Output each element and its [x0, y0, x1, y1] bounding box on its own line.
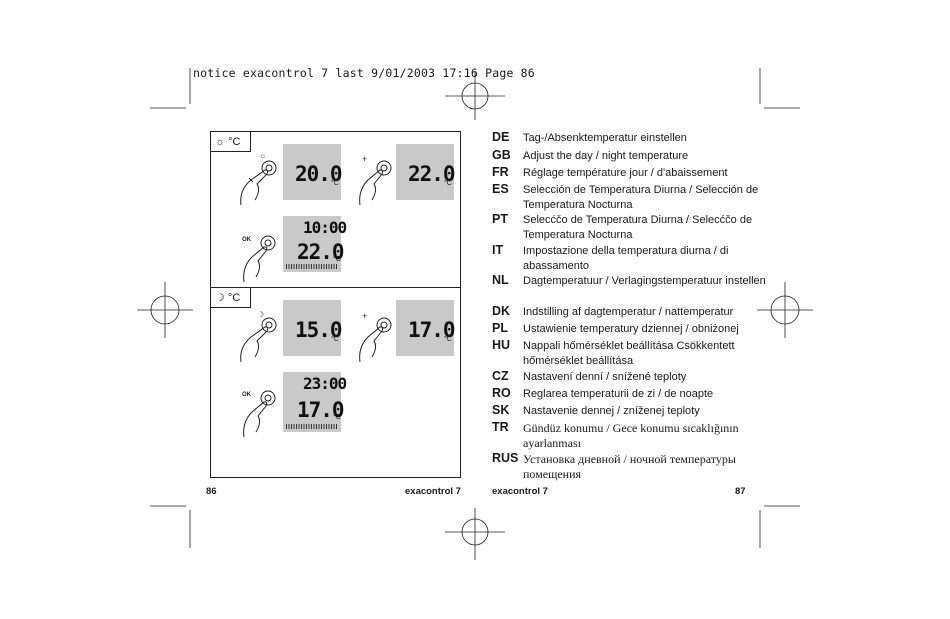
night-summary-lcd: 23:00 17.0 °C — [283, 372, 347, 432]
program-ticks — [286, 424, 338, 429]
hand-ok-day-icon: OK — [242, 235, 276, 283]
program-ticks — [286, 264, 338, 269]
print-slug: notice exacontrol 7 last 9/01/2003 17:16… — [193, 66, 535, 80]
hand-plus-day-icon: + — [359, 154, 392, 206]
svg-text:☽: ☽ — [257, 310, 264, 319]
svg-text:+: + — [362, 311, 367, 321]
day-lcd-1: 20.0 °C — [283, 144, 343, 200]
instruction-panel: ☼ °C ☽ °C ☼ 20.0 °C + 22.0 °C OK 10:00 2… — [210, 131, 461, 478]
hand-press-night-icon: ☽ — [240, 310, 277, 363]
svg-text:OK: OK — [242, 237, 252, 243]
hand-press-day-icon: ☼ — [240, 151, 277, 206]
night-lcd-1: 15.0 °C — [283, 300, 343, 356]
day-summary-lcd: 10:00 22.0 °C — [283, 216, 347, 272]
left-page-number: 86 — [206, 486, 217, 497]
panel-divider — [211, 287, 460, 288]
svg-text:+: + — [362, 154, 367, 164]
hand-ok-night-icon: OK — [242, 390, 276, 438]
day-lcd-2: 22.0 °C — [396, 144, 456, 200]
left-brand: exacontrol 7 — [405, 486, 461, 497]
svg-text:☼: ☼ — [259, 151, 266, 160]
night-lcd-2: 17.0 °C — [396, 300, 456, 356]
right-page-number: 87 — [735, 486, 746, 497]
hand-plus-night-icon: + — [359, 311, 392, 363]
right-brand: exacontrol 7 — [492, 486, 548, 497]
svg-text:OK: OK — [242, 392, 252, 398]
night-mode-tab: ☽ °C — [211, 288, 251, 308]
day-mode-tab: ☼ °C — [211, 132, 251, 152]
